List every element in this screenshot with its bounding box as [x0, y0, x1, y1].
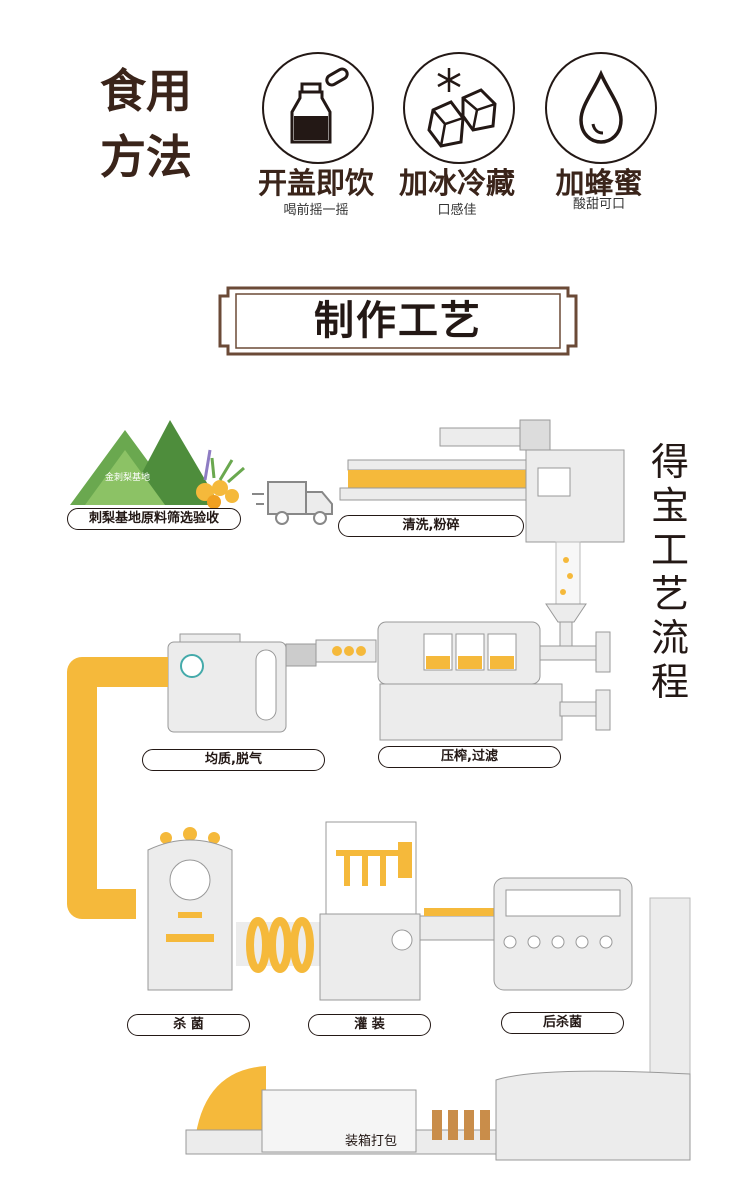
usage-label-3: 加蜂蜜	[555, 166, 643, 200]
crusher-machine	[525, 449, 625, 653]
washing-machine	[339, 419, 551, 501]
usage-sub-1: 喝前摇一摇	[283, 203, 349, 218]
side-title: 得宝工艺流程	[650, 440, 689, 704]
step-label-4: 压榨,过滤	[378, 746, 561, 768]
step-label-2: 清洗,粉碎	[338, 515, 524, 537]
step-label-3: 均质,脱气	[142, 749, 325, 771]
step-label-5: 杀 菌	[127, 1014, 250, 1036]
step-label-1: 刺梨基地原料筛选验收	[67, 508, 241, 530]
usage-title: 食用 方法	[100, 58, 210, 190]
usage-title-line2: 方法	[100, 130, 192, 184]
process-diagram: 金刺梨基地	[67, 419, 691, 1161]
homogenizer-machine	[167, 633, 377, 733]
usage-title-line1: 食用	[100, 64, 192, 118]
usage-sub-2: 口感佳	[437, 203, 477, 218]
usage-label-1: 开盖即饮	[257, 166, 374, 200]
yellow-pipe	[67, 657, 168, 919]
packing-machine: 装箱打包	[185, 1066, 691, 1161]
usage-label-2: 加冰冷藏	[398, 166, 515, 200]
truck-icon	[252, 481, 333, 525]
process-title-frame	[216, 282, 580, 360]
step-label-6: 灌 装	[308, 1014, 431, 1036]
usage-sub-3: 酸甜可口	[572, 197, 625, 212]
box-label: 装箱打包	[345, 1133, 397, 1149]
sterilizer-machine	[147, 827, 320, 991]
water-drop-icon	[545, 52, 657, 164]
milk-bottle-icon	[262, 52, 374, 164]
press-machine	[377, 621, 611, 741]
filling-machine	[319, 821, 499, 1001]
step-label-7: 后杀菌	[501, 1012, 624, 1034]
process-title: 制作工艺	[314, 297, 482, 344]
mountain-illustration: 金刺梨基地	[70, 420, 245, 509]
post-sterilizer-machine	[493, 877, 691, 1079]
ice-cube-icon	[403, 52, 515, 164]
base-sign: 金刺梨基地	[105, 471, 150, 483]
